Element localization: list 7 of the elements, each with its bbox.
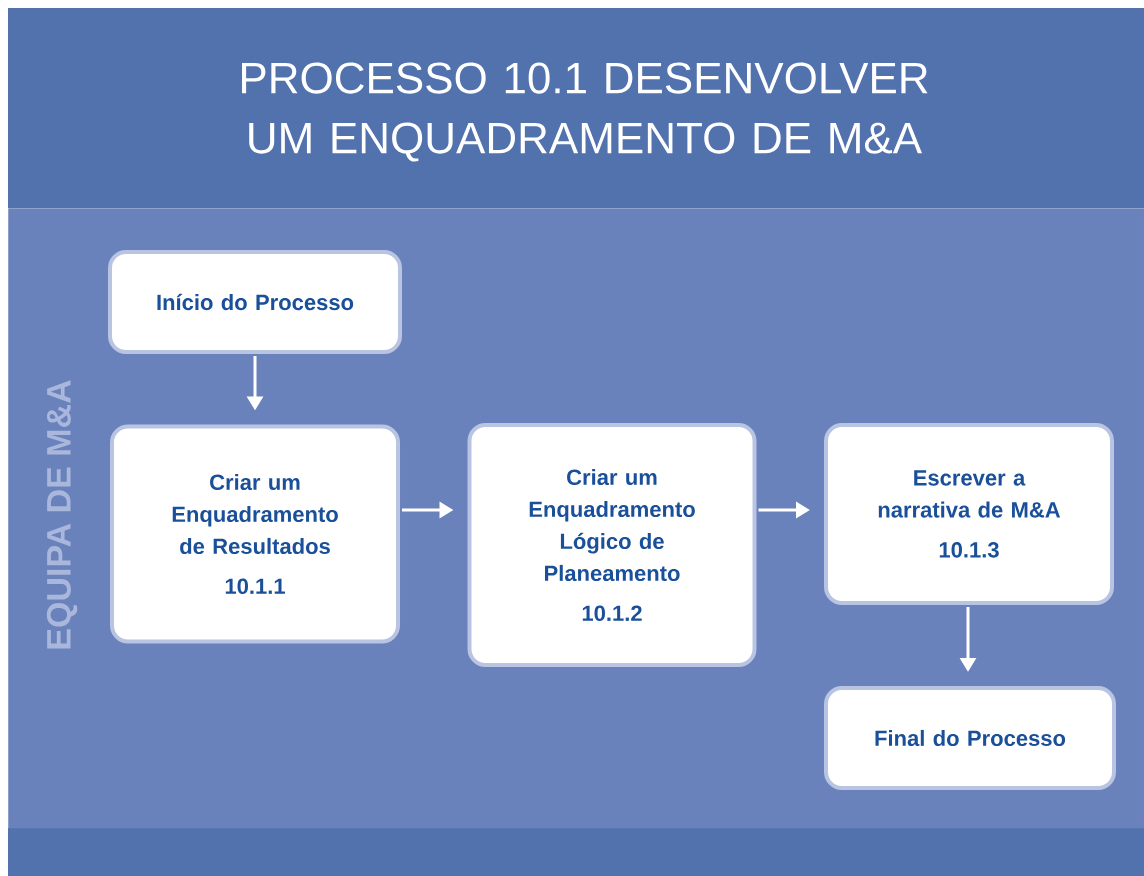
process-box: Escrever a narrativa de M&A 10.1.3 — [824, 423, 1114, 605]
lane-label: EQUIPA DE M&A — [46, 380, 78, 649]
process-box: Final do Processo — [824, 686, 1116, 790]
process-box: Início do Processo — [108, 250, 402, 354]
title: PROCESSO 10.1 DESENVOLVER UM ENQUADRAMENTO DE M&A — [242, 62, 928, 162]
process-box: Criar um Enquadramento Lógico de Planeamento 10.1.2 — [467, 423, 757, 667]
process-box: Criar um Enquadramento de Resultados 10.1.1 — [110, 424, 400, 644]
